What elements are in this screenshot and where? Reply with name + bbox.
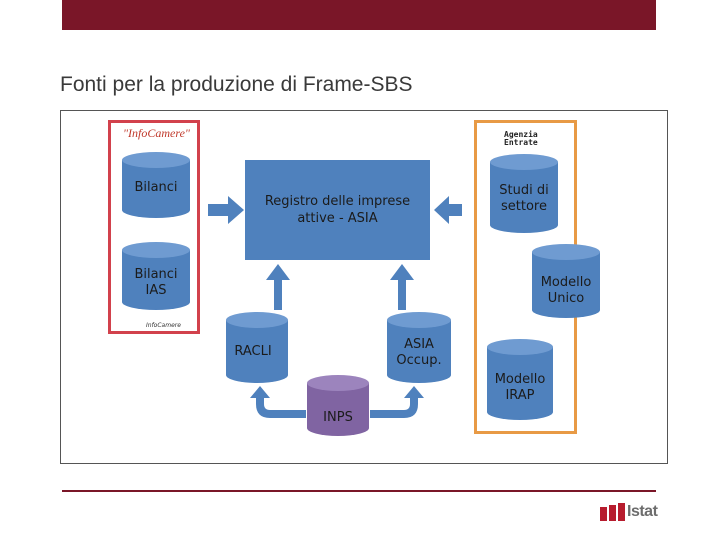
diagram-frame <box>60 110 668 464</box>
inps-label: INPS <box>323 410 353 425</box>
cylinder-asia-occup <box>387 312 451 383</box>
arrow-inps-to-racli <box>250 386 306 418</box>
registro-imprese-box: Registro delle imprese attive - ASIA <box>245 160 430 260</box>
arrow-studi-to-registro <box>434 196 462 224</box>
infocamere-small-logo: InfoCamere <box>146 322 181 329</box>
arrow-up-right <box>390 264 414 310</box>
infocamere-logo: "InfoCamere" <box>123 126 190 140</box>
cylinder-modello-irap <box>487 339 553 420</box>
infocamere-group-box <box>108 120 200 334</box>
agenzia-entrate-logo: Agenzia Entrate <box>504 130 538 147</box>
cylinder-modello-unico <box>532 244 600 318</box>
istat-logo: Istat <box>627 503 658 520</box>
arrow-up-left <box>266 264 290 310</box>
cylinder-bilanci-ias <box>122 242 190 310</box>
studi-settore-label: Studi di settore <box>499 183 549 214</box>
modello-unico-label: Modello Unico <box>540 275 592 306</box>
modello-irap-label: Modello IRAP <box>494 372 546 403</box>
registro-label: Registro delle imprese attive - ASIA <box>264 194 411 226</box>
cylinder-bilanci <box>122 152 190 218</box>
cylinder-racli <box>226 312 288 383</box>
racli-label: RACLI <box>234 344 272 359</box>
top-banner <box>62 0 656 30</box>
bilanci-label: Bilanci <box>134 180 178 195</box>
arrow-bilanci-to-registro <box>208 196 244 224</box>
istat-logo-mark <box>600 503 625 521</box>
asia-occup-label: ASIA Occup. <box>396 337 442 368</box>
cylinder-studi-settore <box>490 154 558 233</box>
arrow-inps-to-asia <box>370 386 424 418</box>
cylinder-inps <box>307 375 369 436</box>
bilanci-ias-label: Bilanci IAS <box>134 267 178 298</box>
slide-title: Fonti per la produzione di Frame-SBS <box>60 73 413 96</box>
bottom-rule <box>62 490 656 492</box>
